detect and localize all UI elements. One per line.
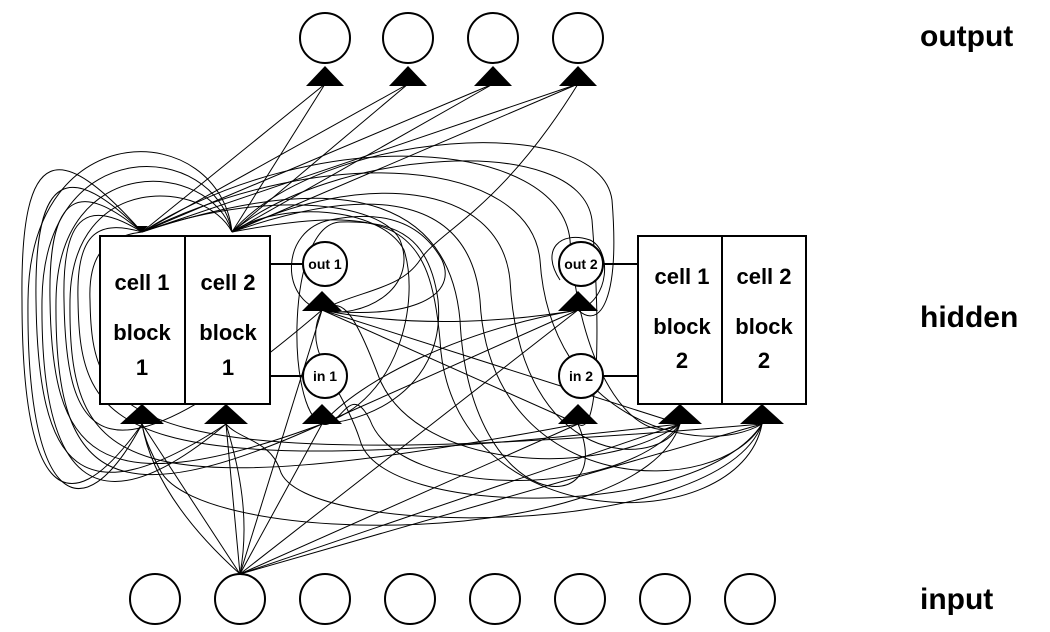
connection bbox=[231, 192, 681, 450]
in-gate-1 bbox=[302, 353, 348, 399]
output-unit bbox=[299, 12, 351, 64]
block-2-cell-2-input-arrow bbox=[740, 404, 784, 424]
connection bbox=[21, 169, 143, 485]
block-1-cell-1-output-arrow bbox=[136, 226, 148, 232]
input-layer-label: input bbox=[920, 583, 993, 616]
block-1-cell-1-label: cell 1 bbox=[114, 270, 169, 295]
input-unit bbox=[299, 573, 351, 625]
connection bbox=[225, 423, 763, 519]
connection bbox=[231, 83, 409, 233]
output-unit-arrow bbox=[559, 66, 597, 86]
block-1-cell-1-number: 1 bbox=[136, 355, 148, 380]
connection bbox=[239, 423, 763, 575]
connection bbox=[321, 309, 579, 425]
connection bbox=[321, 309, 579, 425]
input-unit bbox=[639, 573, 691, 625]
connection bbox=[49, 201, 323, 465]
connection bbox=[239, 423, 681, 575]
in-gate-1-arrow bbox=[302, 404, 342, 424]
connection bbox=[296, 221, 440, 425]
connection bbox=[231, 203, 763, 472]
in-gate-2-arrow bbox=[558, 404, 598, 424]
connection bbox=[55, 180, 323, 476]
connection bbox=[141, 423, 241, 575]
out-gate-2-label: out 2 bbox=[564, 256, 598, 272]
connection bbox=[239, 423, 579, 575]
input-layer bbox=[129, 573, 776, 625]
input-unit bbox=[129, 573, 181, 625]
out-gate-2 bbox=[558, 241, 604, 287]
block-1-cell-2-label: cell 2 bbox=[200, 270, 255, 295]
connection bbox=[27, 151, 233, 489]
connection bbox=[141, 423, 681, 526]
connection bbox=[225, 423, 241, 575]
connection bbox=[231, 83, 579, 233]
connection bbox=[321, 309, 579, 323]
block-1-cell-2-block: block bbox=[199, 320, 257, 345]
block-2-cell-2-label: cell 2 bbox=[736, 264, 791, 289]
connection bbox=[41, 166, 233, 482]
output-unit-arrow bbox=[389, 66, 427, 86]
connection bbox=[141, 83, 326, 233]
connection bbox=[141, 155, 681, 430]
block-2-cell-1-input-arrow bbox=[658, 404, 702, 424]
connection bbox=[77, 227, 681, 452]
out-gate-1-arrow bbox=[302, 291, 342, 311]
input-unit bbox=[724, 573, 776, 625]
connection bbox=[63, 215, 323, 431]
block-2-cell-1-label: cell 1 bbox=[654, 264, 709, 289]
block-1-cell-1-block: block bbox=[113, 320, 171, 345]
out-gate-1-label: out 1 bbox=[308, 256, 342, 272]
output-unit bbox=[552, 12, 604, 64]
input-unit bbox=[214, 573, 266, 625]
memory-block-1: cell 1 block 1 cell 2 block 1 out 1 in 1 bbox=[99, 226, 348, 424]
connection bbox=[141, 197, 586, 487]
block-2-cell-2-block: block bbox=[735, 314, 793, 339]
output-layer-label: output bbox=[920, 20, 1013, 53]
connection bbox=[321, 304, 681, 460]
connection bbox=[321, 83, 579, 311]
hidden-layer-label: hidden bbox=[920, 301, 1018, 334]
input-unit bbox=[554, 573, 606, 625]
block-2-cell-1-number: 2 bbox=[676, 348, 688, 373]
block-2-cell-1-block: block bbox=[653, 314, 711, 339]
connection bbox=[321, 403, 681, 481]
connection bbox=[231, 211, 410, 425]
in-gate-2-label: in 2 bbox=[569, 368, 593, 384]
output-unit-arrow bbox=[474, 66, 512, 86]
memory-block-2: cell 1 block 2 cell 2 block 2 out 2 in 2 bbox=[558, 235, 807, 424]
output-unit-arrow bbox=[306, 66, 344, 86]
connection bbox=[239, 309, 579, 575]
out-gate-1 bbox=[302, 241, 348, 287]
connection bbox=[239, 423, 323, 575]
out-gate-2-arrow bbox=[558, 291, 598, 311]
input-unit bbox=[469, 573, 521, 625]
block-1-cell-2-input-arrow bbox=[204, 404, 248, 424]
connection bbox=[141, 423, 241, 575]
block-1-cell-2-number: 1 bbox=[222, 355, 234, 380]
connection bbox=[141, 204, 405, 313]
connection bbox=[321, 309, 681, 425]
connection bbox=[69, 195, 579, 469]
block-1-cell-1-input-arrow bbox=[120, 404, 164, 424]
connection bbox=[225, 423, 245, 575]
block-2-cell-2-number: 2 bbox=[758, 348, 770, 373]
output-layer bbox=[299, 12, 604, 86]
output-unit bbox=[467, 12, 519, 64]
connection bbox=[551, 236, 606, 311]
connection bbox=[231, 142, 615, 317]
in-gate-2 bbox=[558, 353, 604, 399]
output-unit bbox=[382, 12, 434, 64]
input-unit bbox=[384, 573, 436, 625]
in-gate-1-label: in 1 bbox=[313, 368, 337, 384]
